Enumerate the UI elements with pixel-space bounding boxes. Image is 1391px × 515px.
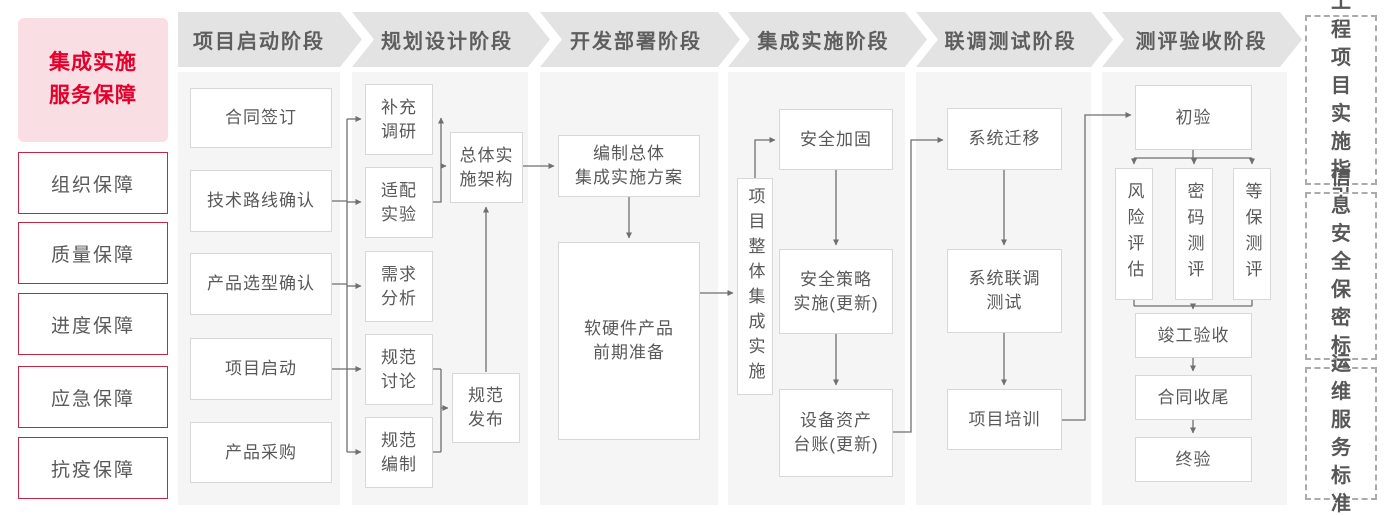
stage-label-testing: 联调测试阶段 bbox=[944, 31, 1077, 53]
project-kickoff-box: 项目启动 bbox=[190, 338, 332, 400]
hw-sw-preparation-box: 软硬件产品 前期准备 bbox=[558, 242, 700, 440]
stage-label-startup: 项目启动阶段 bbox=[193, 31, 325, 53]
initial-acceptance-box: 初验 bbox=[1135, 85, 1252, 150]
guarantee-pandemic: 抗疫保障 bbox=[18, 437, 168, 499]
info-security-standard-box: 信息 安全 保密 标准 bbox=[1305, 167, 1377, 385]
asset-ledger-box: 设备资产 台账(更新) bbox=[779, 389, 893, 477]
risk-assessment-box: 风险评估 bbox=[1115, 168, 1153, 300]
chevron-integration bbox=[728, 12, 927, 67]
supplementary-research-box: 补充 调研 bbox=[365, 84, 433, 155]
flow-connectors bbox=[332, 112, 1255, 455]
security-policy-box: 安全策略 实施(更新) bbox=[779, 249, 893, 334]
contract-closure-box: 合同收尾 bbox=[1135, 375, 1252, 420]
overall-architecture-box: 总体实 施架构 bbox=[450, 132, 523, 203]
completion-acceptance-box: 竣工验收 bbox=[1135, 313, 1252, 358]
final-acceptance-box: 终验 bbox=[1135, 437, 1252, 482]
project-implementation-guide-box: 工程 项目 实施 指引 bbox=[1305, 0, 1377, 209]
system-migration-box: 系统迁移 bbox=[947, 108, 1062, 170]
adaptation-experiment-box: 适配 实验 bbox=[365, 167, 433, 238]
tech-route-confirm-box: 技术路线确认 bbox=[190, 170, 332, 232]
guarantee-quality: 质量保障 bbox=[18, 222, 168, 284]
chevron-acceptance bbox=[1102, 12, 1302, 67]
overall-project-integration-box: 项目整体集成实施 bbox=[737, 178, 773, 395]
requirement-analysis-box: 需求 分析 bbox=[365, 251, 433, 322]
connector-spec-bracket bbox=[433, 368, 442, 453]
spec-discussion-box: 规范 讨论 bbox=[365, 334, 433, 405]
stage-label-integration: 集成实施阶段 bbox=[757, 31, 890, 53]
crypto-evaluation-box: 密码测评 bbox=[1175, 168, 1213, 300]
product-procurement-box: 产品采购 bbox=[190, 422, 332, 483]
contract-signing-box: 合同签订 bbox=[190, 88, 332, 148]
project-training-box: 项目培训 bbox=[947, 389, 1062, 450]
overall-integration-plan-box: 编制总体 集成实施方案 bbox=[558, 135, 700, 197]
stage-label-acceptance: 测评验收阶段 bbox=[1135, 31, 1268, 53]
stage-label-development: 开发部署阶段 bbox=[570, 31, 702, 53]
guarantee-organization: 组织保障 bbox=[18, 152, 168, 214]
spec-compilation-box: 规范 编制 bbox=[365, 417, 433, 488]
product-selection-confirm-box: 产品选型确认 bbox=[190, 253, 332, 315]
connector-adaptation-research bbox=[433, 117, 444, 203]
guarantee-emergency: 应急保障 bbox=[18, 366, 168, 428]
chevron-development bbox=[540, 12, 740, 67]
stage-label-planning: 规划设计阶段 bbox=[381, 31, 513, 53]
chevron-planning bbox=[352, 12, 550, 67]
connector-merge-bar bbox=[1133, 300, 1253, 307]
spec-release-box: 规范 发布 bbox=[452, 373, 520, 443]
chevron-testing bbox=[916, 12, 1113, 67]
classified-protection-evaluation-box: 等保测评 bbox=[1233, 168, 1271, 300]
connector-split-bar bbox=[1134, 150, 1252, 159]
service-guarantee-title: 集成实施 服务保障 bbox=[18, 18, 168, 142]
guarantee-schedule: 进度保障 bbox=[18, 293, 168, 355]
stage-chevrons bbox=[178, 12, 1302, 67]
connector-overall-hardening bbox=[754, 137, 776, 178]
om-service-standard-box: 运维 服务 标准 bbox=[1305, 353, 1377, 515]
joint-debugging-test-box: 系统联调 测试 bbox=[947, 249, 1062, 333]
security-hardening-box: 安全加固 bbox=[779, 109, 893, 170]
connector-ledger-migration bbox=[893, 137, 944, 433]
connector-fanout-trunk bbox=[332, 119, 348, 452]
connector-training-initial bbox=[1062, 112, 1132, 421]
chevron-startup bbox=[178, 12, 362, 67]
